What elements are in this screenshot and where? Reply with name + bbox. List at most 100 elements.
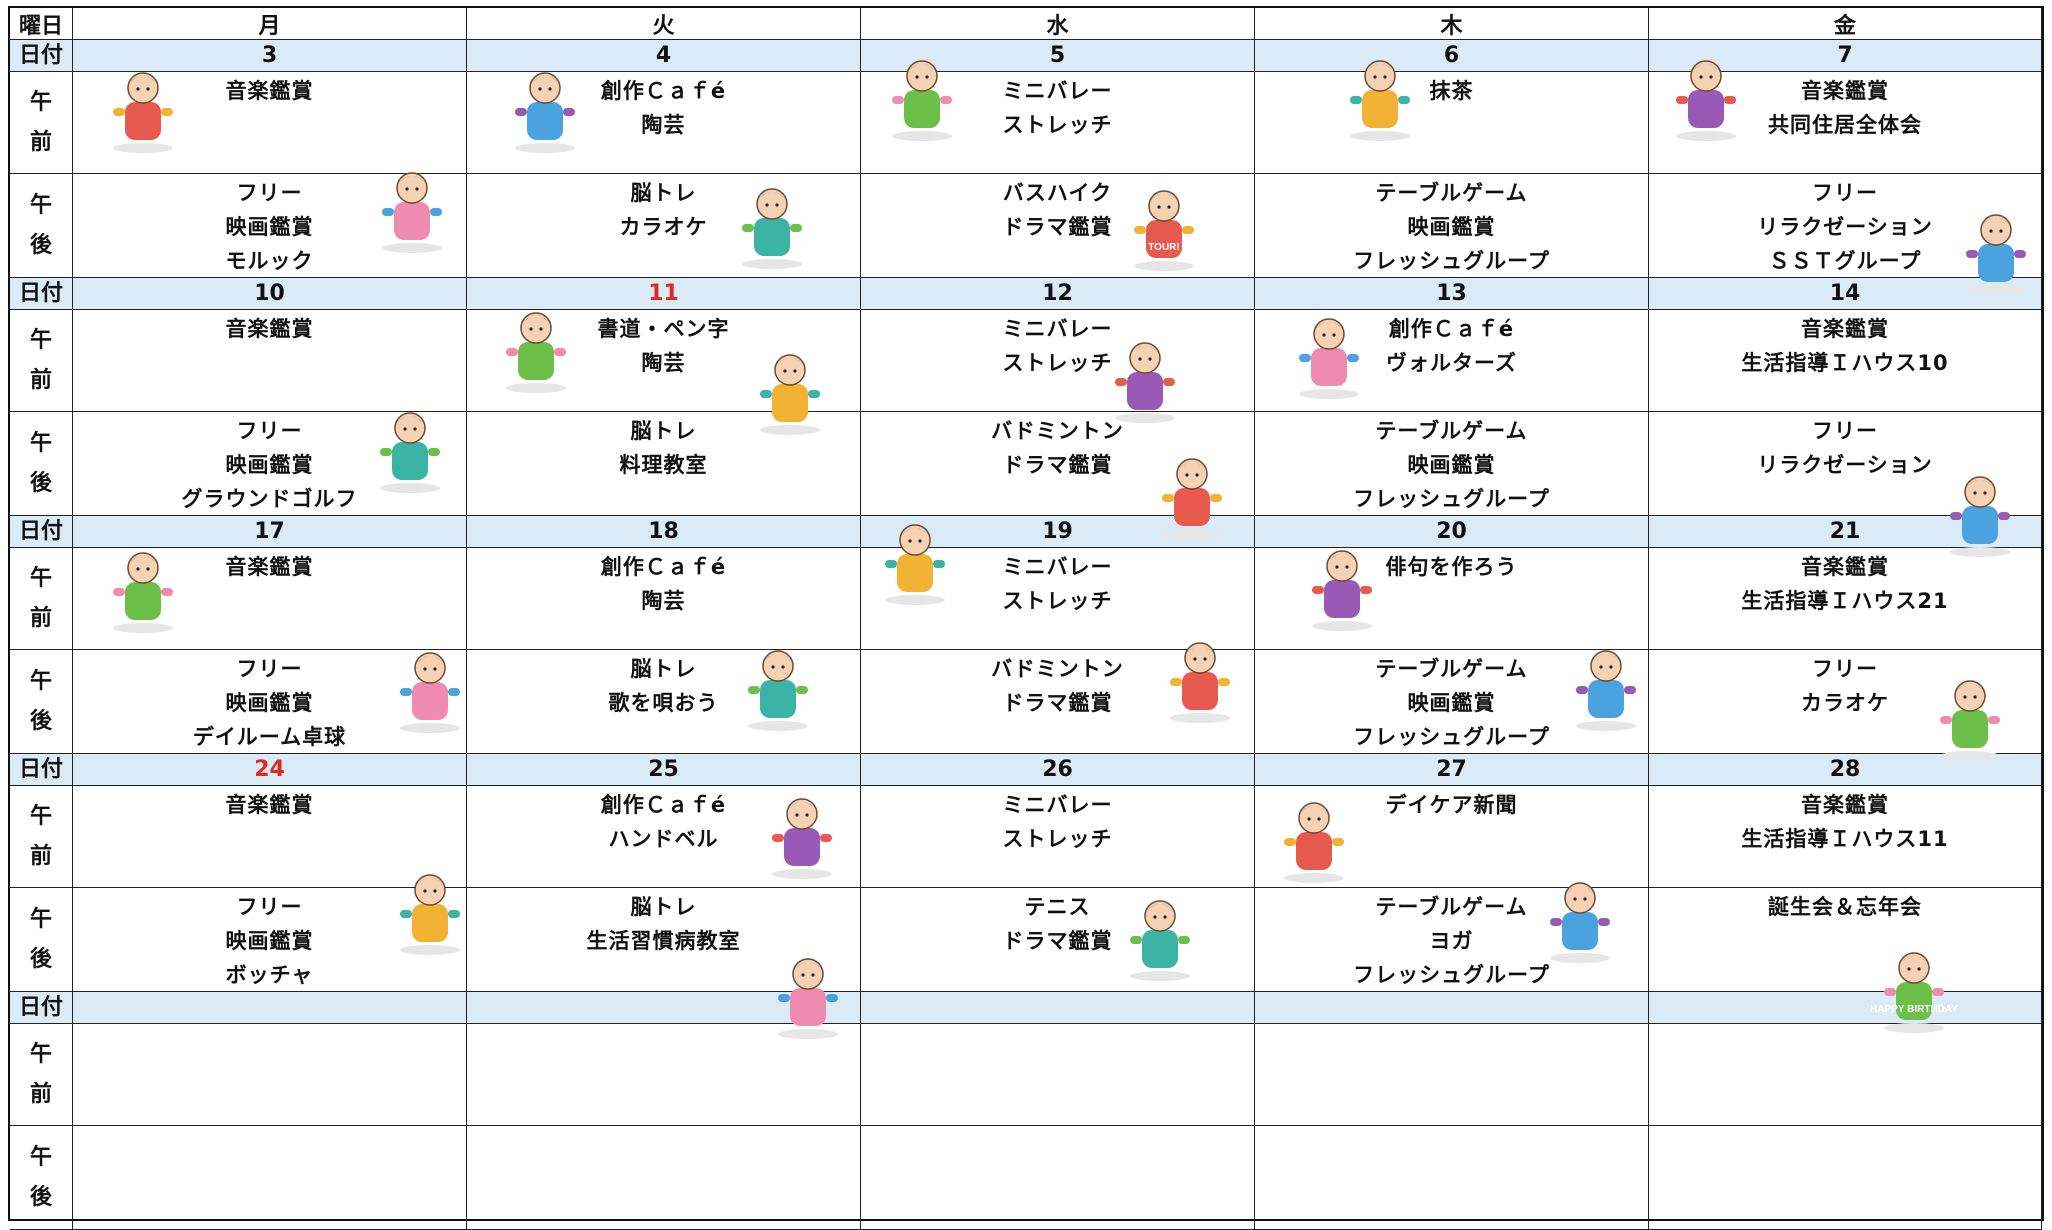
- weekday-header: 金: [1649, 8, 2042, 40]
- boccia-illustration: [400, 874, 460, 955]
- activity-text: ドラマ鑑賞: [1002, 929, 1113, 953]
- date-number: 28: [1829, 757, 1861, 782]
- am-activity-cell: ミニバレーストレッチ: [861, 72, 1255, 174]
- activity-text: ドラマ鑑賞: [1002, 691, 1113, 715]
- am-activity-cell: 音楽鑑賞: [73, 548, 467, 650]
- activity-text: 創作Ｃａｆé: [1388, 317, 1515, 341]
- activity-text: フリー: [236, 181, 303, 205]
- date-number: 19: [1042, 519, 1073, 544]
- activity-text: フリー: [236, 895, 303, 919]
- date-number: 3: [261, 43, 278, 68]
- am-activity-cell: デイケア新聞: [1255, 786, 1649, 888]
- activity-text: 陶芸: [641, 589, 686, 613]
- am-label-char: 前: [29, 367, 52, 393]
- am-row-label: 午前: [10, 72, 73, 174]
- activity-text: ＳＳＴグループ: [1768, 249, 1922, 273]
- activity-text: ストレッチ: [1002, 351, 1113, 375]
- activity-text: フレッシュグループ: [1353, 963, 1550, 987]
- activity-text: デイケア新聞: [1385, 793, 1518, 817]
- craft-cafe-illustration: [515, 72, 575, 153]
- activity-text: ボッチャ: [225, 963, 314, 987]
- activity-text: ストレッチ: [1002, 589, 1113, 613]
- yoga-illustration: [1550, 882, 1610, 963]
- date-cell: 3: [73, 40, 467, 72]
- activity-text: 映画鑑賞: [1407, 691, 1496, 715]
- pm-row-label: 午後: [10, 650, 73, 754]
- pm-activity-cell: フリー映画鑑賞ボッチャ: [73, 888, 467, 992]
- date-cell: [1649, 992, 2042, 1024]
- birthday-party-illustration: HAPPY BIRTHDAY: [1870, 952, 1958, 1033]
- activity-text: フリー: [236, 657, 303, 681]
- activity-text: ミニバレー: [1002, 79, 1113, 103]
- activity-text: 生活指導Ｉハウス21: [1741, 589, 1949, 613]
- am-activity-cell: ミニバレーストレッチ: [861, 548, 1255, 650]
- volleyball-illustration: [892, 60, 952, 141]
- pm-activity-cell: フリー映画鑑賞デイルーム卓球: [73, 650, 467, 754]
- date-cell: 25: [467, 754, 861, 786]
- activity-text: フリー: [236, 419, 303, 443]
- am-activity-cell: 音楽鑑賞生活指導Ｉハウス10: [1649, 310, 2042, 412]
- date-cell: 11: [467, 278, 861, 310]
- date-row-label: 日付: [10, 40, 73, 72]
- am-activity-cell: ミニバレーストレッチ: [861, 786, 1255, 888]
- activity-text: 映画鑑賞: [225, 929, 314, 953]
- pm-activity-cell: テニスドラマ鑑賞: [861, 888, 1255, 992]
- date-number: 7: [1837, 43, 1853, 68]
- activity-text: 創作Ｃａｆé: [600, 79, 727, 103]
- activity-text: 生活指導Ｉハウス10: [1741, 351, 1949, 375]
- activity-text: 脳トレ: [630, 419, 697, 443]
- activity-text: 音楽鑑賞: [225, 317, 314, 341]
- activity-text: 脳トレ: [630, 181, 697, 205]
- activity-text: ミニバレー: [1002, 317, 1113, 341]
- date-number: 21: [1829, 519, 1861, 544]
- activity-text: フレッシュグループ: [1353, 725, 1550, 749]
- molkky-illustration: [382, 172, 442, 253]
- tv-drama-illustration: [1162, 458, 1222, 539]
- activity-text: テーブルゲーム: [1375, 895, 1528, 919]
- am-activity-cell: 抹茶: [1255, 72, 1649, 174]
- activity-text: 書道・ペン字: [597, 317, 730, 341]
- tea-ceremony-illustration: [1350, 60, 1410, 141]
- date-cell: 13: [1255, 278, 1649, 310]
- activity-text: ストレッチ: [1002, 113, 1113, 137]
- activity-text: フリー: [1812, 181, 1878, 205]
- pm-activity-cell: フリー映画鑑賞モルック: [73, 174, 467, 278]
- am-label-char: 前: [29, 129, 52, 155]
- activity-text: 映画鑑賞: [225, 453, 314, 477]
- activity-text: グラウンドゴルフ: [181, 487, 358, 511]
- weekday-header: 木: [1255, 8, 1649, 40]
- handbell-illustration: [772, 798, 832, 879]
- activity-text: 生活習慣病教室: [586, 929, 741, 953]
- activity-text: 歌を唄おう: [608, 691, 719, 715]
- date-number: 17: [254, 519, 285, 544]
- weekday-header: 水: [861, 8, 1255, 40]
- am-label-char: 午: [29, 1041, 52, 1067]
- date-number: 24: [254, 757, 285, 782]
- pm-label-char: 午: [29, 906, 52, 932]
- activity-text: 音楽鑑賞: [1801, 793, 1889, 817]
- pm-row-label: 午後: [10, 1126, 73, 1230]
- pm-activity-cell: フリー映画鑑賞グラウンドゴルフ: [73, 412, 467, 516]
- pm-row-label: 午後: [10, 174, 73, 278]
- music-listener-illustration: [113, 552, 173, 633]
- tennis-dog-illustration: [1130, 900, 1190, 981]
- pm-label-char: 午: [29, 668, 52, 694]
- activity-text: カラオケ: [619, 215, 708, 239]
- activity-text: 陶芸: [641, 351, 686, 375]
- date-number: 27: [1436, 757, 1467, 782]
- pm-label-char: 後: [29, 232, 52, 258]
- pm-activity-cell: [73, 1126, 467, 1230]
- volleyball-illustration: [885, 524, 945, 605]
- weekday-corner-label: 曜日: [10, 8, 73, 40]
- date-row-label: 日付: [10, 278, 73, 310]
- am-activity-cell: ミニバレーストレッチ: [861, 310, 1255, 412]
- illustration-caption: HAPPY BIRTHDAY: [1870, 1004, 1958, 1015]
- activity-text: 共同住居全体会: [1768, 113, 1922, 137]
- date-number: 14: [1829, 281, 1861, 306]
- date-row-label: 日付: [10, 516, 73, 548]
- date-cell: 4: [467, 40, 861, 72]
- am-label-char: 午: [29, 89, 52, 115]
- am-activity-cell: 音楽鑑賞: [73, 786, 467, 888]
